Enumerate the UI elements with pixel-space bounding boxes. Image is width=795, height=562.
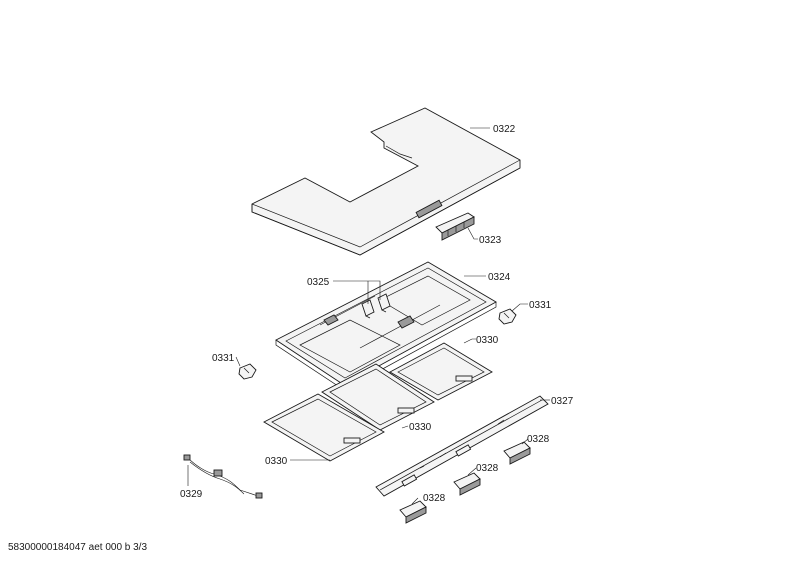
clip-0331-right	[498, 308, 517, 325]
filter-frame-0324	[275, 261, 497, 391]
callout-0328-top: 0328	[527, 434, 550, 445]
callout-0330-right: 0330	[476, 335, 499, 346]
callout-0323: 0323	[479, 235, 502, 246]
cable-harness-0329	[183, 454, 263, 499]
callout-0331-right: 0331	[529, 300, 552, 311]
leader-lines	[187, 127, 550, 505]
connector-0323	[435, 212, 475, 241]
switch-0328-middle	[453, 472, 481, 496]
filter-panel-0330-middle	[321, 363, 435, 431]
callout-0329: 0329	[180, 489, 203, 500]
clip-0331-left	[238, 363, 257, 380]
cover-plate-0322	[251, 107, 521, 256]
callout-0330-middle: 0330	[409, 422, 432, 433]
rail-0327	[375, 395, 549, 497]
document-id: 58300000184047 aet 000 b 3/3	[8, 542, 148, 553]
callout-0330-left: 0330	[265, 456, 288, 467]
brackets-0325	[361, 293, 391, 319]
callout-0324: 0324	[488, 272, 511, 283]
callout-0327: 0327	[551, 396, 574, 407]
callout-0328-middle: 0328	[476, 463, 499, 474]
callout-0328-bottom: 0328	[423, 493, 446, 504]
callout-0325: 0325	[307, 277, 330, 288]
filter-panel-0330-left	[263, 393, 385, 462]
callout-labels: 0322 0323 0324 0325 0331 0331 0330 0330 …	[180, 124, 574, 504]
callout-0331-left: 0331	[212, 353, 235, 364]
switch-0328-bottom	[399, 500, 427, 524]
callout-0322: 0322	[493, 124, 516, 135]
switch-0328-top	[503, 441, 531, 465]
filter-panel-0330-right	[389, 342, 493, 401]
